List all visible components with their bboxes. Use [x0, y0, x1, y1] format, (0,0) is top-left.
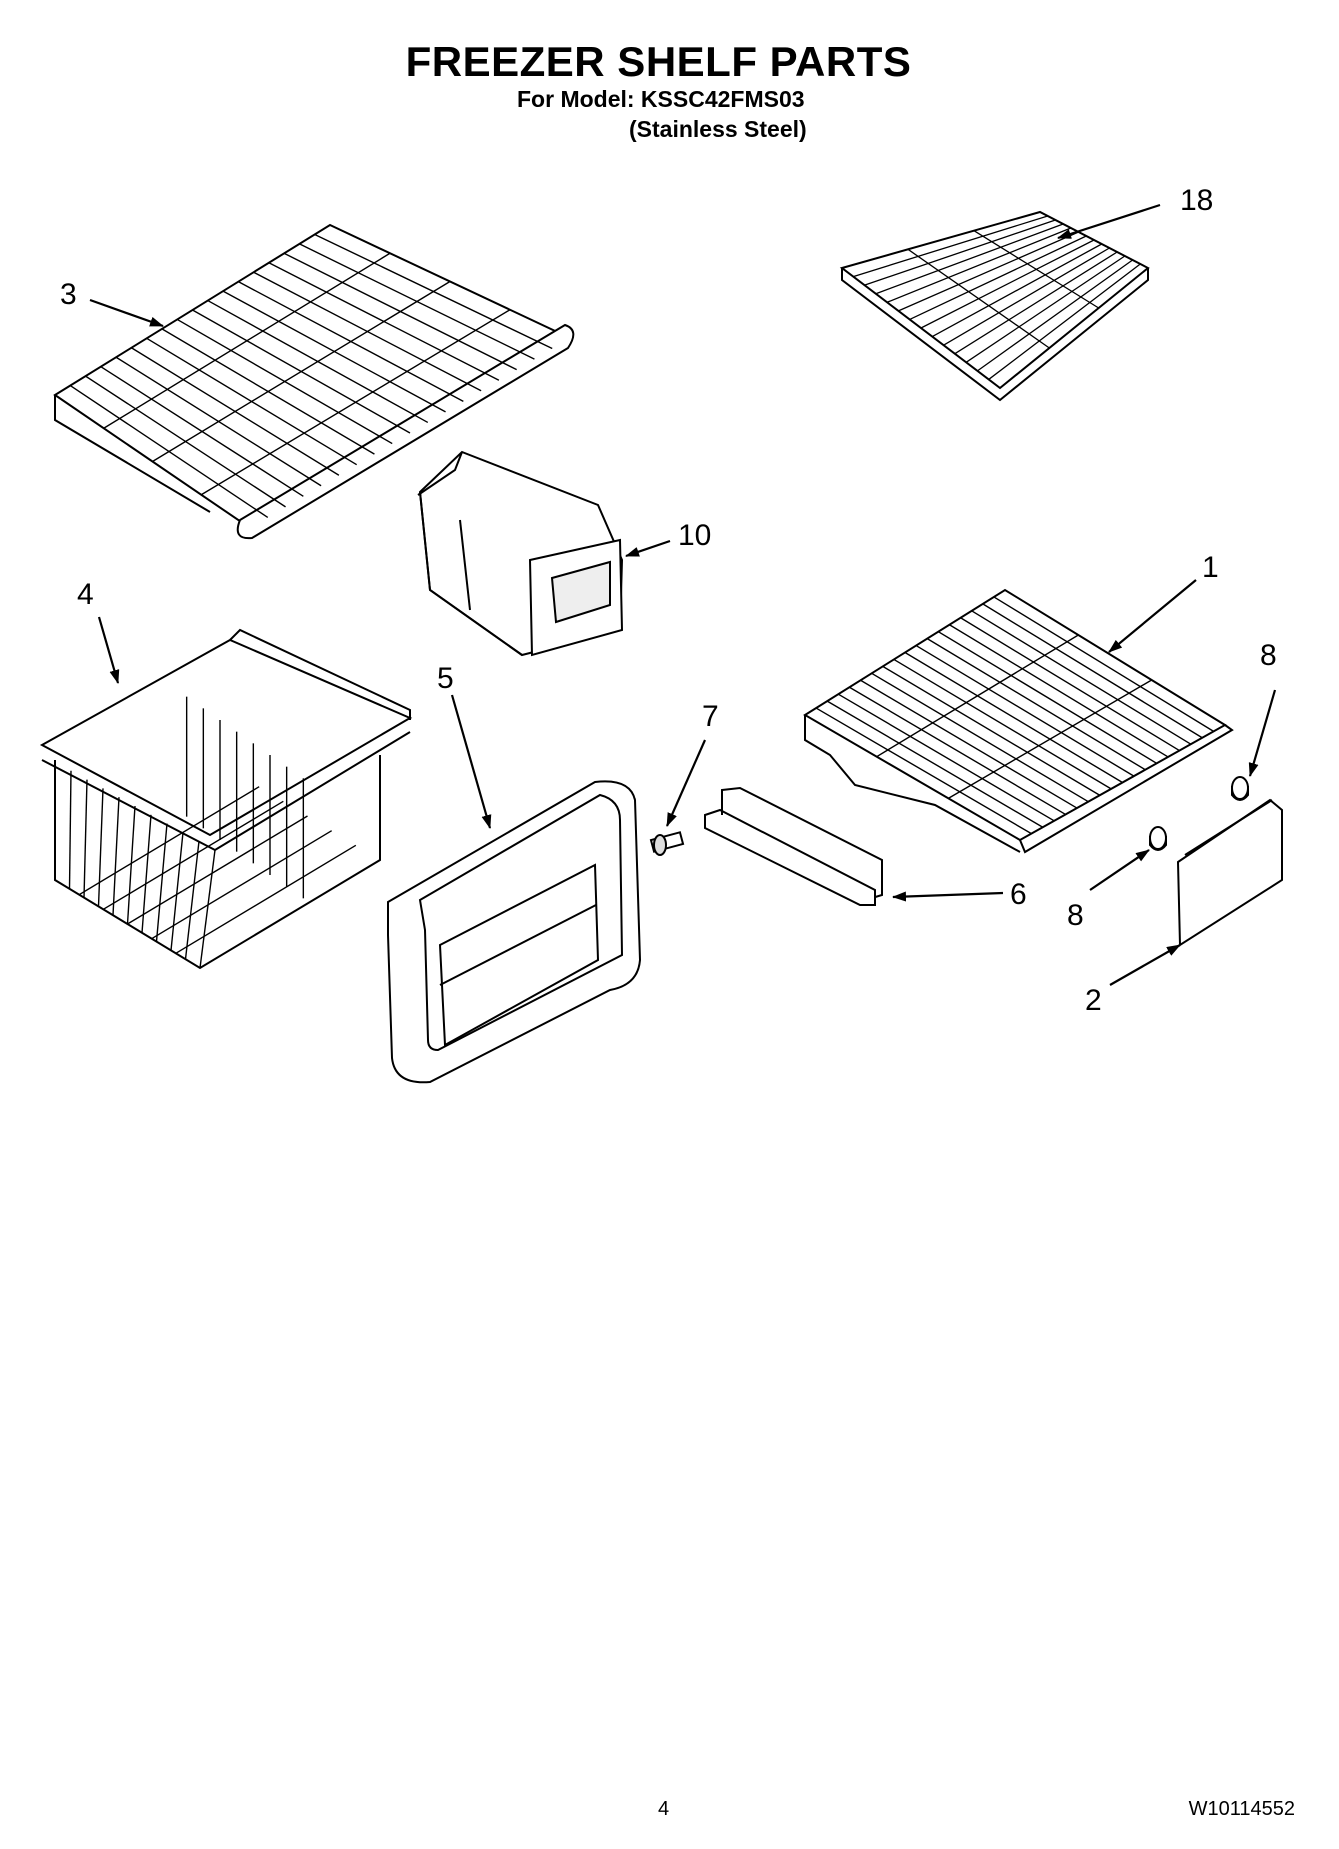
part-18-shelf — [839, 210, 1150, 402]
document-number: W10114552 — [1188, 1798, 1295, 1820]
callout-1: 1 — [1202, 551, 1219, 584]
callout-3: 3 — [60, 278, 77, 311]
part-5-basket-front — [387, 780, 642, 1084]
leader-arrows — [89, 203, 1277, 986]
callout-8-lower: 8 — [1067, 899, 1084, 932]
part-7-screw — [649, 831, 685, 856]
callout-6: 6 — [1010, 878, 1027, 911]
part-1-wire-shelf — [803, 588, 1234, 854]
callout-5: 5 — [437, 662, 454, 695]
page-title: FREEZER SHELF PARTS — [405, 38, 912, 85]
callout-4: 4 — [77, 578, 94, 611]
part-3-wire-shelf — [53, 223, 575, 540]
callout-10: 10 — [678, 519, 711, 552]
part-2-shelf-trim — [1176, 798, 1283, 947]
callout-7: 7 — [702, 700, 719, 733]
callout-18: 18 — [1180, 184, 1213, 217]
model-line: For Model: KSSC42FMS03 — [517, 86, 805, 112]
part-6-slide-rail — [704, 786, 883, 906]
part-10-bin — [417, 450, 624, 657]
callout-2: 2 — [1085, 984, 1102, 1017]
part-8-spacer — [1149, 776, 1249, 851]
variant-line: (Stainless Steel) — [629, 116, 807, 142]
callout-8-upper: 8 — [1260, 639, 1277, 672]
page-number: 4 — [658, 1798, 670, 1820]
part-4-wire-basket — [39, 628, 413, 970]
